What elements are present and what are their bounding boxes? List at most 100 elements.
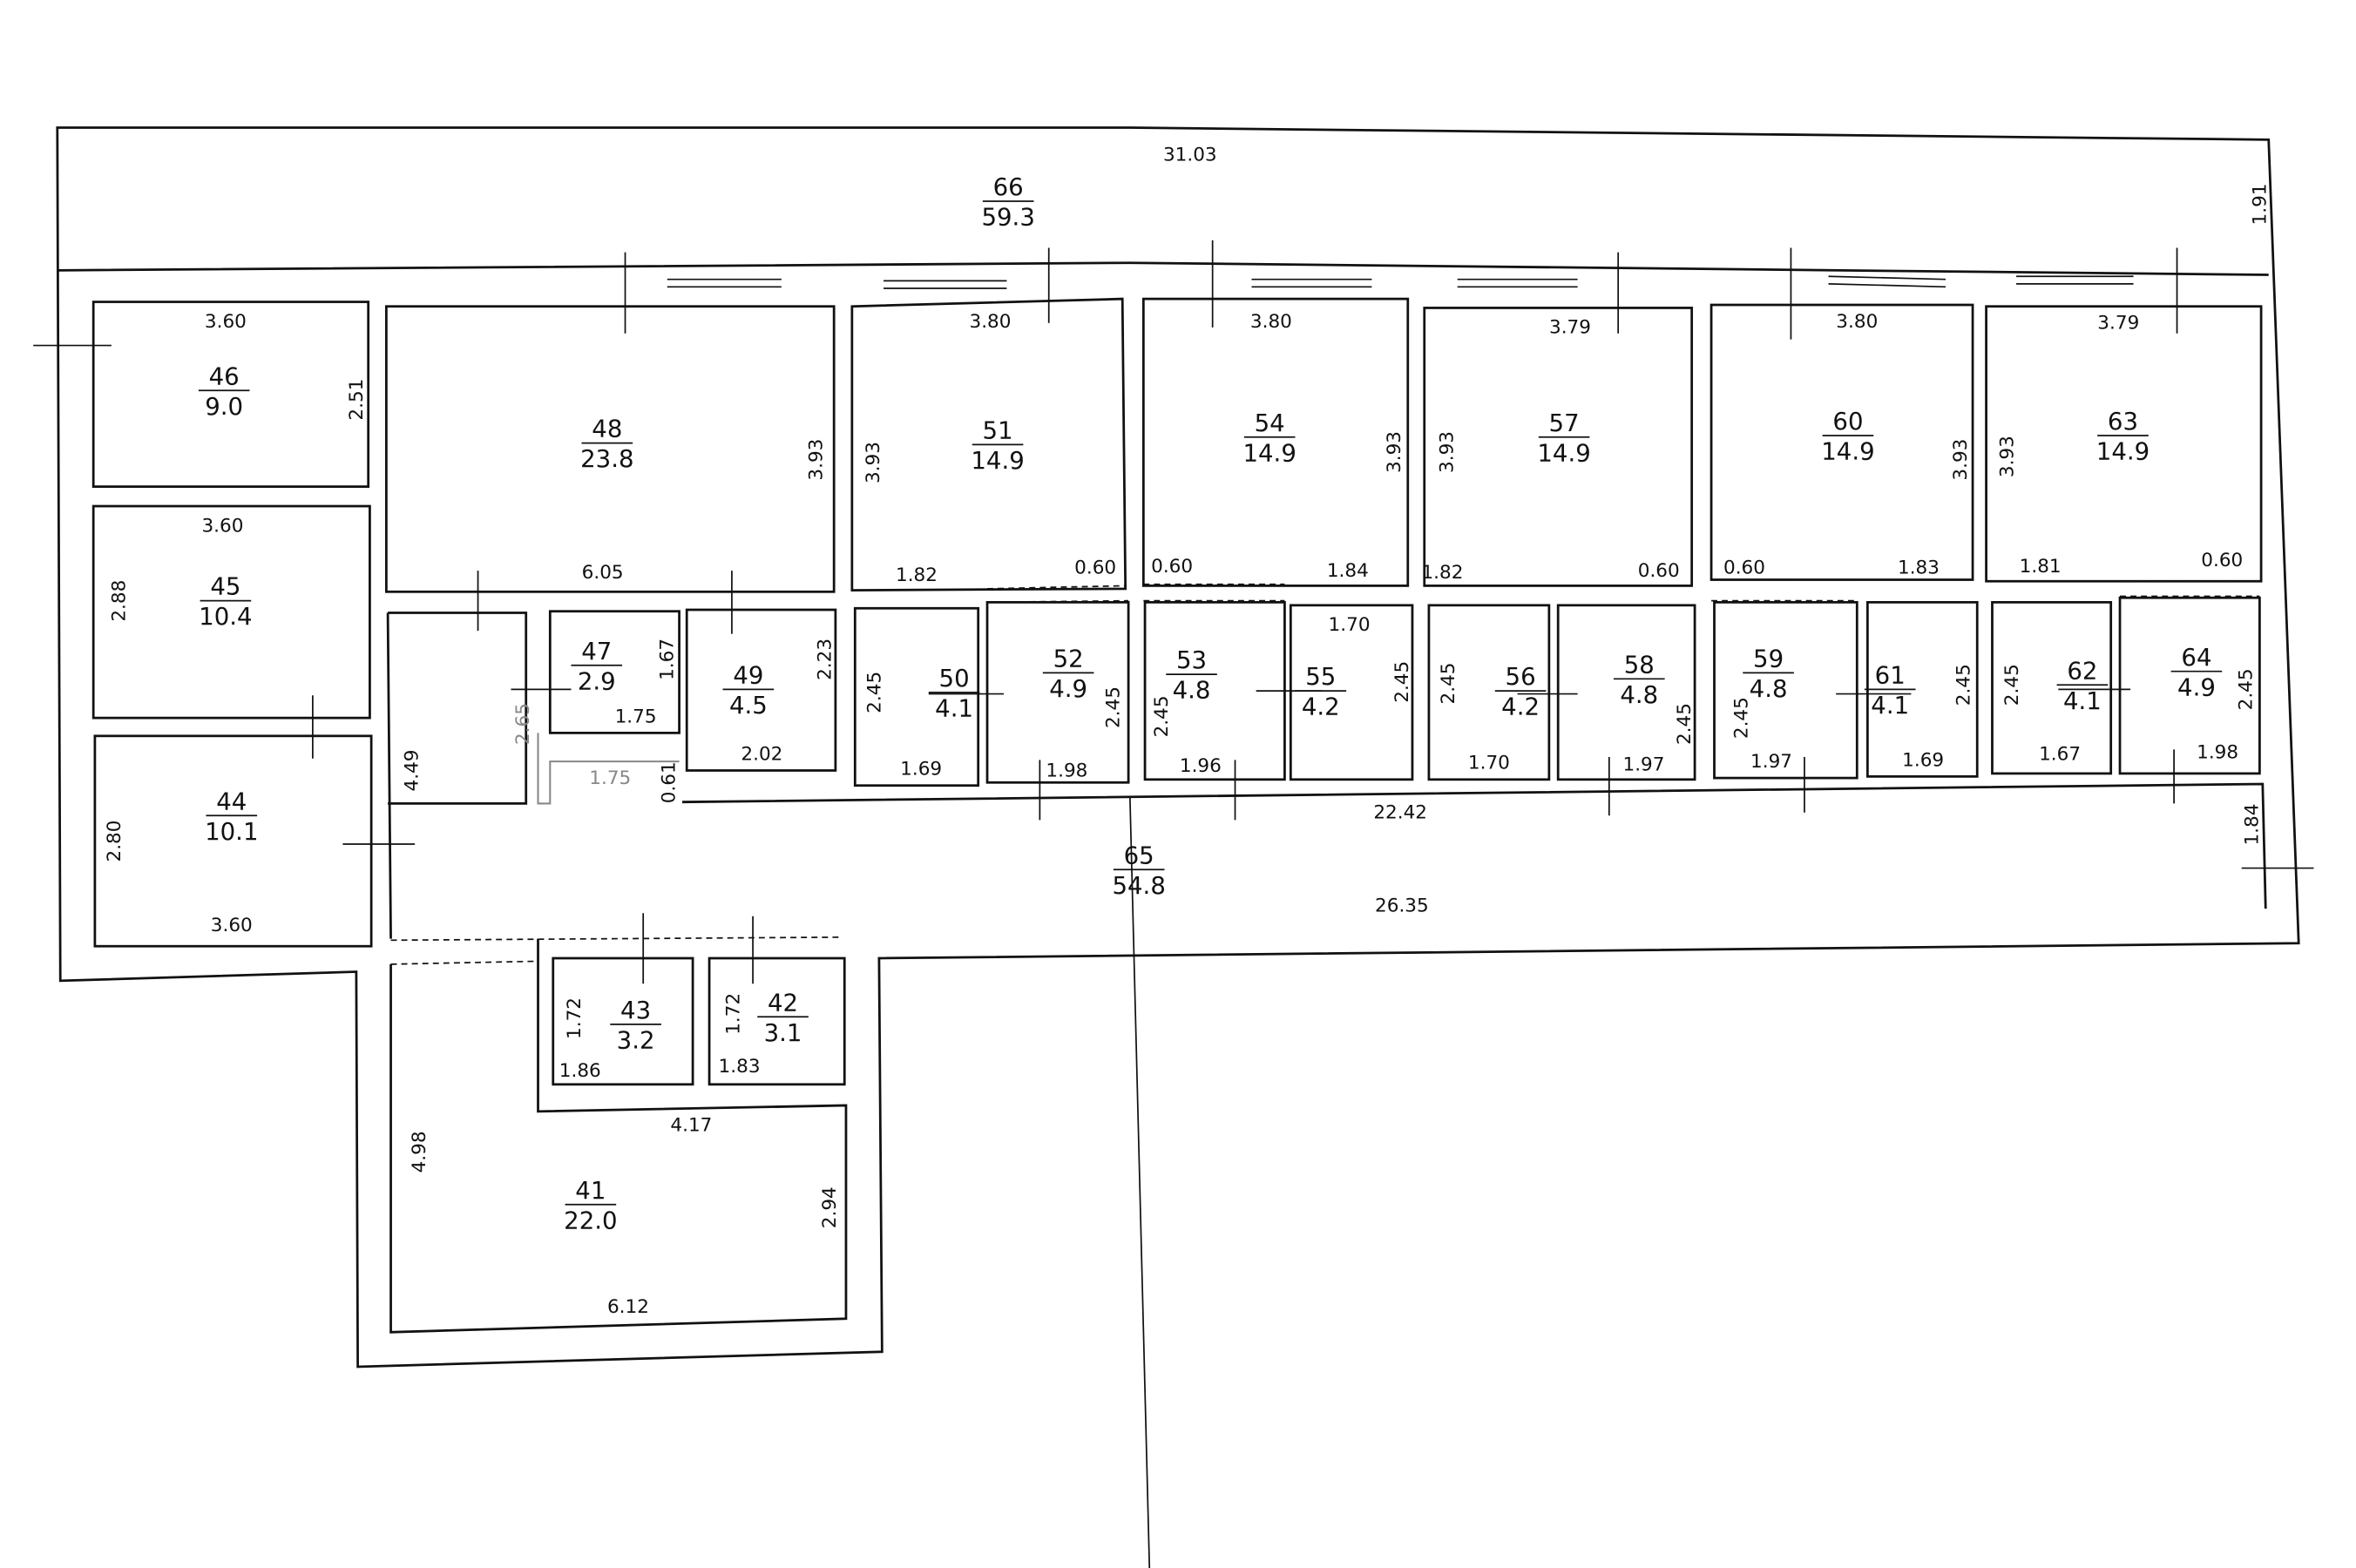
room-number: 46 (209, 362, 240, 390)
room-number: 47 (581, 637, 612, 666)
dimension-label: 3.60 (211, 915, 253, 936)
dimension-label: 2.51 (346, 379, 368, 421)
room-label-52: 524.9 (1042, 645, 1094, 703)
dimension-label: 2.45 (1674, 703, 1696, 745)
dimension-label: 1.67 (2039, 743, 2081, 765)
room-number: 53 (1176, 645, 1207, 674)
room-number: 44 (216, 787, 247, 815)
dimension-label: 3.79 (1549, 317, 1591, 339)
room-number: 45 (210, 572, 240, 601)
dimension-label: 1.98 (2197, 742, 2238, 764)
dimension-label: 2.65 (512, 703, 534, 745)
room-number: 58 (1624, 650, 1655, 679)
room-number: 52 (1053, 645, 1084, 673)
dimension-label: 26.35 (1375, 896, 1429, 917)
room-area: 54.8 (1112, 871, 1165, 900)
dimension-label: 1.69 (900, 759, 942, 781)
room-43-outline (552, 956, 694, 1086)
dimension-label: 4.98 (409, 1131, 430, 1173)
room-number: 48 (592, 415, 622, 443)
room-54-outline (1141, 297, 1410, 587)
window-marks (667, 275, 2134, 289)
room-55-outline (1289, 604, 1414, 781)
room-46-outline (91, 301, 370, 488)
room-number: 54 (1255, 409, 1285, 437)
room-label-62: 624.1 (2056, 656, 2109, 715)
room-label-56: 564.2 (1494, 662, 1547, 721)
corridor-65-left-wall (386, 612, 528, 939)
room-42-outline (707, 956, 846, 1086)
dimension-label: 2.45 (864, 672, 886, 713)
walls (56, 126, 2300, 1369)
dimension-label: 1.97 (1622, 754, 1664, 775)
room-number: 65 (1124, 841, 1154, 869)
dimension-label: 0.60 (1151, 556, 1193, 578)
dimension-label: 4.49 (402, 749, 423, 791)
room-area: 23.8 (580, 444, 633, 473)
room-number: 41 (575, 1176, 606, 1205)
dimension-label: 2.23 (815, 639, 836, 680)
room-number: 63 (2108, 407, 2138, 436)
room-area: 3.2 (617, 1025, 655, 1054)
room-area: 14.9 (1242, 438, 1296, 467)
dimension-label: 3.60 (205, 311, 247, 333)
corridor-65-opening (390, 936, 842, 965)
room-number: 49 (733, 660, 763, 689)
dimension-label: 3.93 (805, 439, 827, 481)
dimension-label: 2.80 (104, 821, 125, 862)
dimension-label: 1.96 (1180, 755, 1222, 777)
dimension-label: 1.91 (2249, 183, 2271, 225)
dimension-label: 1.97 (1750, 751, 1792, 773)
room-number: 51 (983, 416, 1013, 444)
dimension-label: 1.82 (896, 564, 938, 586)
dimension-label: 1.84 (1327, 560, 1369, 582)
room-area: 4.8 (1620, 680, 1658, 709)
dimension-label: 2.45 (1151, 695, 1173, 737)
room-label-64: 644.9 (2170, 643, 2223, 701)
room-48-outline (385, 305, 836, 593)
room-label-47: 472.9 (571, 637, 623, 695)
room-label-59: 594.8 (1743, 645, 1794, 703)
door-ticks (33, 240, 2314, 984)
room-area: 4.5 (729, 691, 768, 720)
corridor-66-inner-wall (57, 261, 2269, 276)
dimension-label: 4.17 (670, 1114, 712, 1136)
dimension-label: 0.60 (2201, 550, 2243, 571)
room-number: 61 (1875, 660, 1906, 689)
room-label-43: 433.2 (610, 996, 661, 1054)
dimension-label: 31.03 (1163, 144, 1217, 166)
dimension-label: 1.84 (2242, 804, 2264, 846)
room-area: 3.1 (764, 1018, 802, 1047)
outer-wall (56, 126, 2300, 1369)
room-label-42: 423.1 (757, 988, 809, 1047)
dimension-label: 22.42 (1373, 802, 1427, 824)
dimension-label: 2.45 (2236, 668, 2258, 710)
survey-line (1128, 795, 1151, 1568)
room-47-outline (548, 610, 680, 734)
room-area: 10.1 (205, 817, 258, 846)
room-area: 4.1 (935, 693, 973, 722)
dimension-label: 2.45 (1438, 662, 1459, 704)
room-50-outline (853, 606, 980, 787)
room-number: 57 (1549, 409, 1580, 437)
room-area: 14.9 (2096, 437, 2150, 466)
room-51-outline (850, 297, 1127, 591)
room-label-50: 504.1 (928, 664, 980, 722)
room-label-46: 469.0 (198, 362, 250, 421)
dimension-label: 1.69 (1902, 749, 1944, 771)
dimension-label: 0.60 (1074, 558, 1116, 579)
windows (667, 275, 2134, 289)
dimension-label: 1.67 (657, 639, 679, 680)
room-area: 4.9 (2177, 672, 2216, 701)
dimension-label: 2.45 (2001, 664, 2023, 706)
dimension-label: 1.75 (615, 706, 657, 727)
dimension-label: 2.94 (819, 1186, 841, 1228)
dimension-label: 1.75 (589, 767, 631, 789)
dimension-label: 1.82 (1421, 562, 1463, 584)
room-area: 4.2 (1501, 693, 1540, 721)
